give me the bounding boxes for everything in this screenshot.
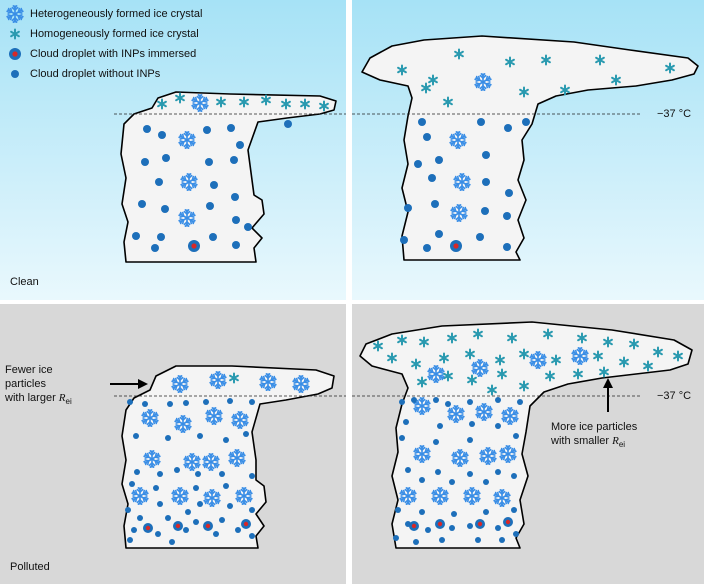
legend-item-droplet-inp: Cloud droplet with INPs immersed — [6, 45, 196, 63]
cloud-clean-right — [361, 35, 699, 261]
scenario-label-clean: Clean — [10, 276, 39, 288]
more-arrow — [603, 378, 613, 412]
r-subscript: ei — [65, 397, 72, 407]
panel-polluted-left — [0, 304, 346, 584]
isotherm-label-bottom: −37 °C — [657, 390, 692, 402]
cloud-polluted-left — [121, 365, 335, 549]
panel-clean-left — [0, 0, 346, 300]
r-subscript: ei — [618, 440, 626, 450]
annotation-fewer: Fewer ice particles with larger Rei — [5, 363, 72, 409]
annotation-more: More ice particles with smaller Rei — [551, 420, 637, 452]
fewer-arrow — [110, 379, 148, 389]
legend-label: Heterogeneously formed ice crystal — [30, 8, 203, 20]
legend-item-homo: Homogeneously formed ice crystal — [6, 25, 199, 43]
legend-label: Homogeneously formed ice crystal — [30, 28, 199, 40]
annotation-more-prefix: with smaller — [551, 435, 613, 447]
homo-ice-crystal-icon — [10, 28, 20, 40]
hetero-ice-crystal-icon — [6, 5, 24, 23]
annotation-fewer-line1: Fewer ice — [5, 364, 53, 376]
legend-item-droplet: Cloud droplet without INPs — [6, 65, 160, 83]
legend-label: Cloud droplet without INPs — [30, 68, 161, 80]
annotation-fewer-prefix: with larger — [5, 392, 59, 404]
annotation-fewer-line2: particles — [5, 378, 46, 390]
annotation-fewer-line3: with larger Rei — [5, 391, 72, 409]
annotation-more-line1: More ice particles — [551, 421, 638, 433]
legend-item-hetero: Heterogeneously formed ice crystal — [6, 5, 202, 23]
panel-clean-right — [352, 0, 704, 300]
r-symbol: R — [612, 435, 619, 447]
scenario-label-polluted: Polluted — [10, 561, 50, 573]
droplet-with-inp-icon — [9, 48, 21, 60]
cloud-clean-left — [120, 91, 337, 263]
legend-label: Cloud droplet with INPs immersed — [30, 48, 197, 60]
r-symbol: R — [58, 392, 66, 404]
annotation-more-line2: with smaller Rei — [551, 434, 637, 452]
isotherm-label-top: −37 °C — [657, 108, 692, 120]
panel-polluted-right — [352, 304, 704, 584]
droplet-without-inp-icon — [11, 70, 19, 78]
